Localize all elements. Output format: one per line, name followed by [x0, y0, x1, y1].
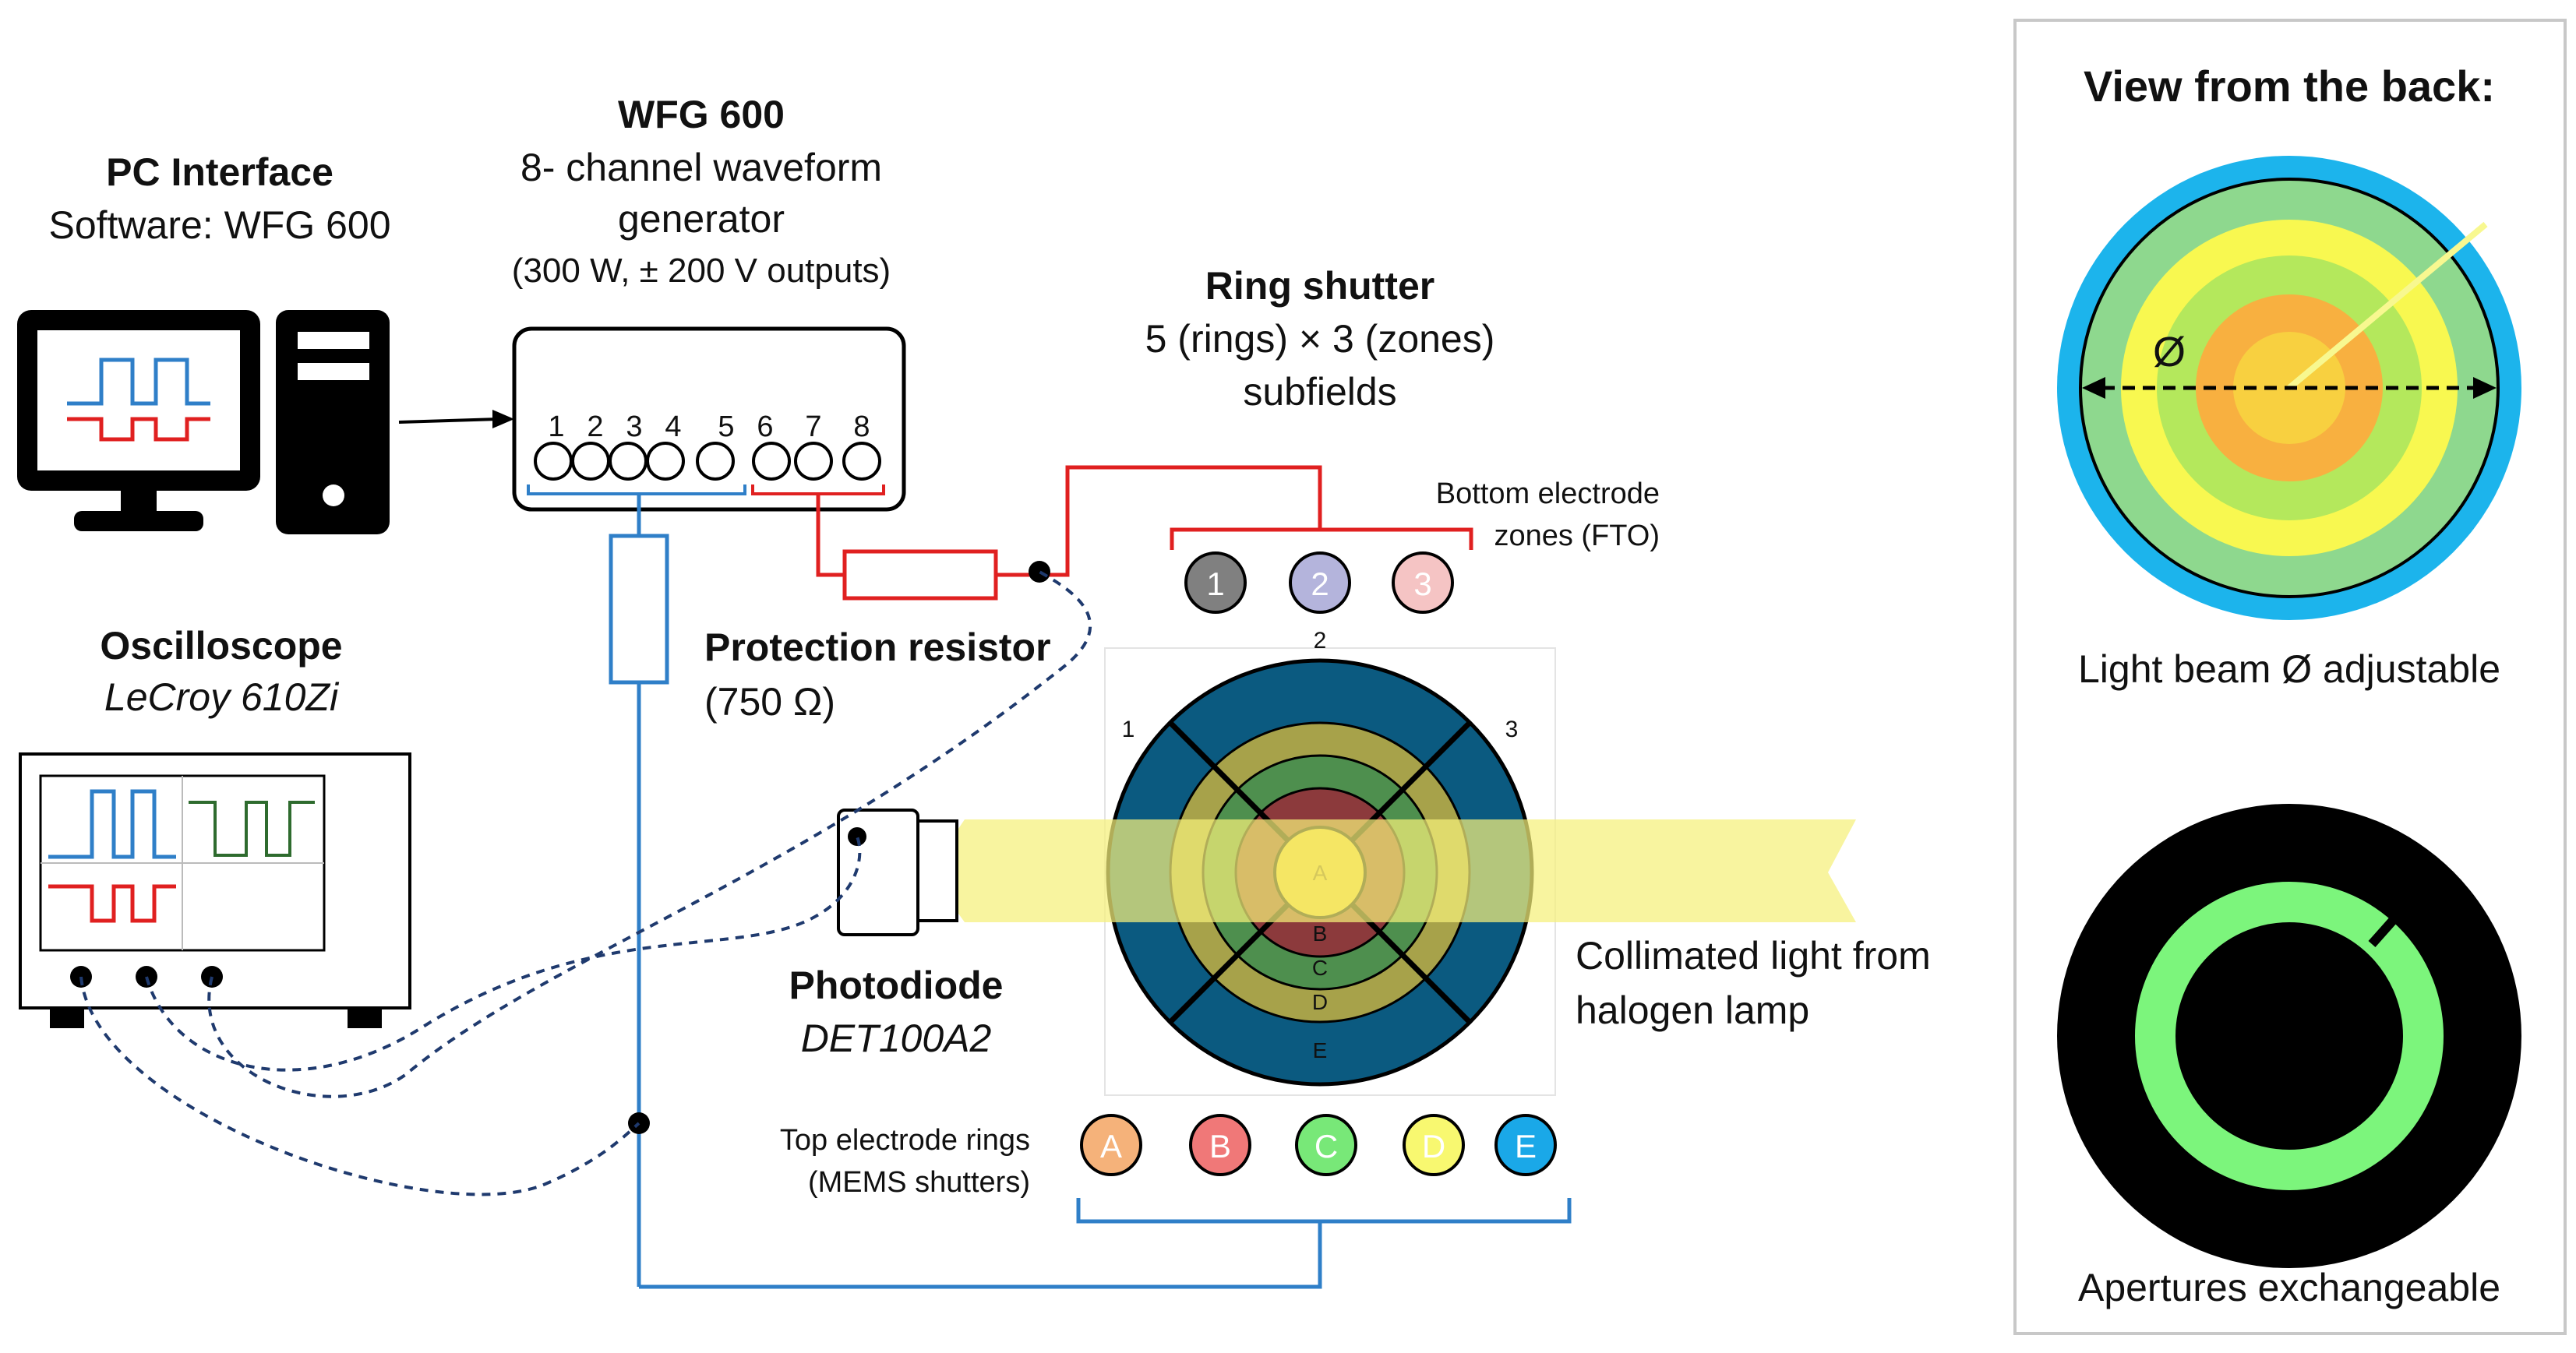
bottom-electrode-label: Bottom electrode	[1436, 477, 1660, 510]
pc-subtitle: Software: WFG 600	[48, 203, 390, 247]
shutter-ring-label: E	[1313, 1038, 1328, 1062]
light-beam	[929, 819, 1856, 922]
channel-number: 2	[587, 410, 603, 443]
resistor-title: Protection resistor	[704, 625, 1051, 669]
resistor-value: (750 Ω)	[704, 680, 835, 724]
channel-number: 7	[805, 410, 821, 443]
oscilloscope-model: LeCroy 610Zi	[104, 675, 340, 719]
scope-trace-red	[48, 884, 176, 923]
oscilloscope-icon	[19, 752, 411, 1028]
diameter-symbol: Ø	[2153, 329, 2186, 375]
bottom-electrode-zones	[1184, 551, 1454, 614]
channel-number: 1	[548, 410, 564, 443]
shutter-zone-label: 3	[1505, 717, 1519, 742]
wfg-line2: generator	[618, 197, 785, 241]
top-electrode-rings	[1080, 1114, 1557, 1176]
blue-resistor	[609, 534, 669, 685]
pc-to-wfg-arrow	[398, 410, 514, 428]
channel-port	[842, 442, 881, 481]
shutter-zone-label: 1	[1122, 717, 1135, 742]
signal-cables	[79, 570, 1092, 1196]
top-electrode-label: Top electrode rings	[780, 1124, 1030, 1157]
channel-port	[571, 442, 610, 481]
channel-number: 5	[718, 410, 734, 443]
shutter-zone-label: 2	[1314, 628, 1327, 654]
wfg-line1: 8- channel waveform	[520, 146, 882, 189]
ring-circle	[1494, 1114, 1557, 1176]
zone-label: 3	[1413, 566, 1431, 602]
ring-circle-label: D	[1422, 1128, 1445, 1164]
wfg-channel-list: 1 2 3 4 5 6 7 8	[548, 410, 870, 443]
channel-port	[646, 442, 685, 481]
zone-circle	[1184, 551, 1247, 614]
ring-shutter-diagram	[1106, 658, 1534, 1087]
pc-interface: PC Interface Software: WFG 600	[17, 150, 391, 534]
photodiode-title: Photodiode	[789, 964, 1004, 1007]
zone-circle	[1392, 551, 1454, 614]
photodiode-model: DET100A2	[801, 1017, 992, 1060]
side-panel-caption: Apertures exchangeable	[2078, 1266, 2500, 1309]
protection-resistor	[842, 549, 998, 601]
channel-port	[752, 442, 791, 481]
zone-circle	[1289, 551, 1351, 614]
channel-number: 8	[853, 410, 870, 443]
monitor-icon	[17, 310, 260, 531]
scope-trace-blue	[48, 789, 176, 859]
wfg-channel-ports	[534, 442, 881, 481]
light-label: halogen lamp	[1576, 988, 1809, 1032]
red-wiring	[816, 465, 1473, 601]
bottom-electrode-label: zones (FTO)	[1494, 520, 1660, 552]
ring-circle	[1189, 1114, 1251, 1176]
wfg-title: WFG 600	[618, 93, 785, 136]
channel-number: 3	[626, 410, 642, 443]
pc-tower-icon	[276, 310, 390, 534]
light-label: Collimated light from	[1576, 934, 1931, 978]
ring-shutter-line2: subfields	[1243, 370, 1396, 414]
ring-circle-label: E	[1515, 1128, 1537, 1164]
channel-port	[696, 442, 735, 481]
bottom-electrode-bracket	[1170, 527, 1473, 550]
channel-port	[794, 442, 833, 481]
blue-wiring	[609, 494, 1572, 1289]
shutter-ring-label: D	[1312, 990, 1328, 1014]
junction-dot	[1029, 561, 1050, 583]
channel-port	[609, 442, 648, 481]
channel-bracket-blue	[527, 484, 746, 495]
ring-circle-label: C	[1314, 1128, 1338, 1164]
channel-number: 4	[665, 410, 681, 443]
wfg-600: WFG 600 8- channel waveform generator (3…	[512, 93, 906, 512]
pc-screen-waveform-blue	[67, 358, 210, 406]
ring-shutter-title: Ring shutter	[1205, 264, 1434, 308]
wfg-box	[512, 326, 906, 512]
zone-label: 2	[1311, 566, 1329, 602]
back-view-beam	[2057, 156, 2521, 620]
cable-scope-to-sense-node	[207, 570, 1092, 1098]
shutter-ring-label: C	[1312, 956, 1328, 980]
pc-title: PC Interface	[106, 150, 333, 194]
shutter-ring-label: B	[1313, 921, 1328, 946]
ring-circle	[1080, 1114, 1142, 1176]
channel-port	[534, 442, 573, 481]
side-panel-caption: Light beam Ø adjustable	[2078, 647, 2500, 691]
ring-shutter-line1: 5 (rings) × 3 (zones)	[1145, 317, 1495, 361]
back-view-aperture	[2057, 804, 2521, 1268]
ring-circle-label: B	[1209, 1128, 1231, 1164]
photodiode-port	[848, 827, 866, 846]
scope-trace-green	[189, 801, 315, 857]
ring-circle-label: A	[1100, 1128, 1122, 1164]
cable-scope-to-photodiode	[145, 836, 862, 1072]
pc-screen-waveform-red	[67, 417, 210, 442]
channel-number: 6	[757, 410, 773, 443]
top-electrode-bracket	[1076, 1198, 1572, 1224]
zone-label: 1	[1206, 566, 1224, 602]
top-electrode-label: (MEMS shutters)	[808, 1166, 1030, 1199]
side-panel-title: View from the back:	[2084, 62, 2495, 111]
oscilloscope-title: Oscilloscope	[100, 624, 342, 668]
ring-circle	[1403, 1114, 1465, 1176]
ring-circle	[1295, 1114, 1357, 1176]
wfg-line3: (300 W, ± 200 V outputs)	[512, 252, 891, 290]
